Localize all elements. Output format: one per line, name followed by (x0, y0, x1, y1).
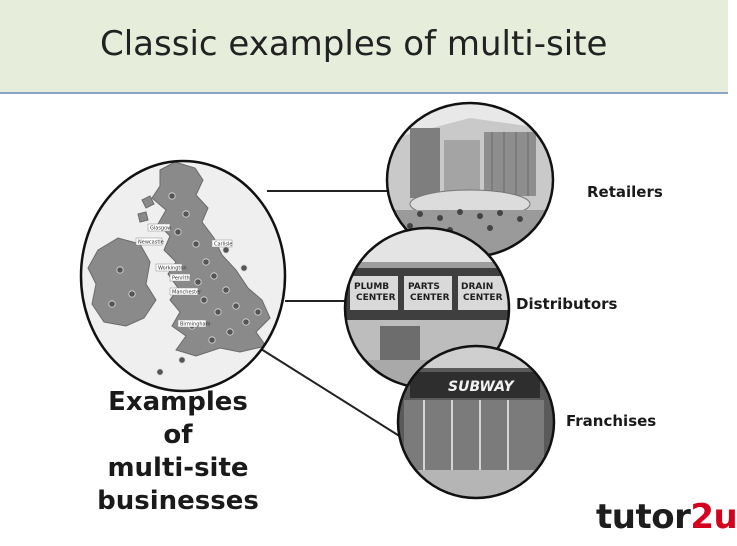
map-caption-line-1: Examples of (108, 387, 248, 450)
map-label-newcastle: Newcastle (138, 240, 164, 246)
sign-subway: SUBWAY (448, 379, 516, 395)
tutor2u-logo: tutor2u (596, 497, 737, 537)
title-bar: Classic examples of multi-site (0, 0, 728, 94)
map-label-glasgow: Glasgow (150, 226, 171, 232)
map-caption-line-2: multi-site (107, 453, 249, 483)
sign-plumb: PLUMB (354, 282, 389, 292)
map-caption: Examples of multi-site businesses (92, 386, 264, 518)
label-distributors: Distributors (516, 295, 618, 313)
label-retailers: Retailers (587, 183, 663, 201)
slide-title: Classic examples of multi-site (100, 24, 608, 64)
logo-text: tutor (596, 497, 691, 537)
sign-parts: PARTS (408, 282, 440, 292)
map-label-penrith: Penrith (172, 276, 190, 282)
uk-map-circle: Glasgow Carlisle Newcastle Workington Pe… (79, 159, 287, 393)
sign-parts-center: CENTER (410, 293, 450, 303)
map-label-workington: Workington (158, 266, 187, 272)
map-label-manchester: Manchester (172, 290, 202, 296)
sign-drain-center: CENTER (463, 293, 503, 303)
site-markers (108, 192, 262, 376)
map-place-labels: Glasgow Carlisle Newcastle Workington Pe… (135, 223, 232, 328)
sign-drain: DRAIN (461, 282, 493, 292)
franchises-photo: SUBWAY (396, 344, 556, 500)
uk-map-icon (87, 161, 271, 357)
sign-plumb-center: CENTER (356, 293, 396, 303)
logo-accent: 2u (690, 497, 737, 537)
connector-lines (260, 190, 402, 438)
label-franchises: Franchises (566, 412, 657, 430)
map-caption-line-3: businesses (97, 486, 259, 516)
map-label-carlisle: Carlisle (214, 242, 232, 248)
map-label-birmingham: Birmingham (180, 322, 211, 328)
